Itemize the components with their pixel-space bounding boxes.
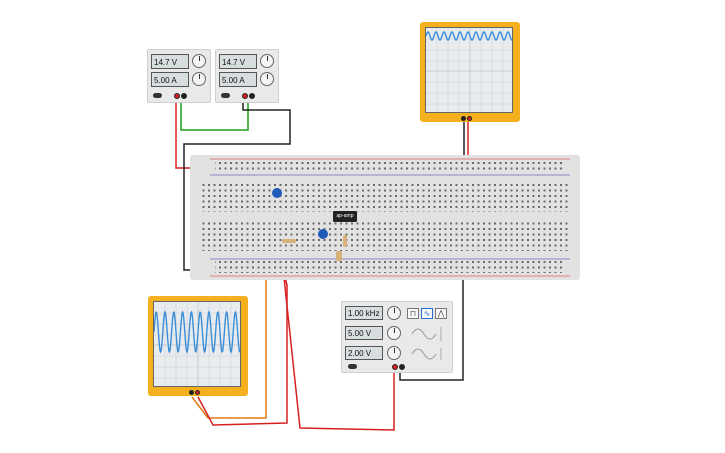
knob-icon[interactable] bbox=[260, 72, 274, 86]
scope-waveform bbox=[426, 28, 512, 112]
scope-waveform bbox=[154, 302, 240, 386]
oscilloscope-bottom[interactable] bbox=[148, 296, 248, 396]
sine-wave-icon[interactable]: ∿ bbox=[421, 308, 433, 319]
terminal-black[interactable] bbox=[461, 116, 466, 121]
black-wire-fg bbox=[399, 265, 464, 381]
capacitor[interactable] bbox=[318, 229, 328, 239]
power-supply-right[interactable]: 14.7 V 5.00 A bbox=[215, 49, 279, 103]
terminal-red[interactable] bbox=[174, 93, 180, 99]
voltage-display: 14.7 V bbox=[151, 54, 189, 69]
terminal-black[interactable] bbox=[249, 93, 255, 99]
power-toggle[interactable] bbox=[221, 93, 230, 98]
frequency-display: 1.00 kHz bbox=[345, 306, 383, 320]
scope-screen bbox=[153, 301, 241, 387]
resistor[interactable] bbox=[336, 251, 342, 261]
square-wave-icon[interactable]: ⊓ bbox=[407, 308, 419, 319]
op-amp-chip[interactable]: ap-amp bbox=[333, 211, 357, 222]
terminal-black[interactable] bbox=[399, 364, 405, 370]
terminal-red[interactable] bbox=[392, 364, 398, 370]
breadboard[interactable]: ap-amp bbox=[190, 155, 580, 280]
knob-icon[interactable] bbox=[192, 54, 206, 68]
current-display: 5.00 A bbox=[219, 72, 257, 87]
amplitude-display: 5.00 V bbox=[345, 326, 383, 340]
offset-display: 2.00 V bbox=[345, 346, 383, 360]
knob-icon[interactable] bbox=[387, 306, 401, 320]
waveform-indicators bbox=[411, 327, 442, 360]
current-display: 5.00 A bbox=[151, 72, 189, 87]
function-generator[interactable]: 1.00 kHz 5.00 V 2.00 V ⊓ ∿ ⋀ bbox=[341, 301, 453, 373]
breadboard-holes bbox=[202, 158, 570, 277]
green-wire-psu bbox=[180, 97, 249, 131]
power-supply-left[interactable]: 14.7 V 5.00 A bbox=[147, 49, 211, 103]
knob-icon[interactable] bbox=[192, 72, 206, 86]
voltage-display: 14.7 V bbox=[219, 54, 257, 69]
power-toggle[interactable] bbox=[153, 93, 162, 98]
knob-icon[interactable] bbox=[387, 346, 401, 360]
terminal-black[interactable] bbox=[181, 93, 187, 99]
terminal-red[interactable] bbox=[242, 93, 248, 99]
power-toggle[interactable] bbox=[348, 364, 357, 369]
terminal-red[interactable] bbox=[195, 390, 200, 395]
resistor[interactable] bbox=[343, 235, 347, 247]
knob-icon[interactable] bbox=[387, 326, 401, 340]
resistor[interactable] bbox=[282, 239, 296, 243]
oscilloscope-top[interactable] bbox=[420, 22, 520, 122]
terminal-black[interactable] bbox=[189, 390, 194, 395]
capacitor[interactable] bbox=[272, 188, 282, 198]
terminal-red[interactable] bbox=[467, 116, 472, 121]
triangle-wave-icon[interactable]: ⋀ bbox=[435, 308, 447, 319]
knob-icon[interactable] bbox=[260, 54, 274, 68]
scope-screen bbox=[425, 27, 513, 113]
black-wire-psu bbox=[183, 97, 291, 271]
